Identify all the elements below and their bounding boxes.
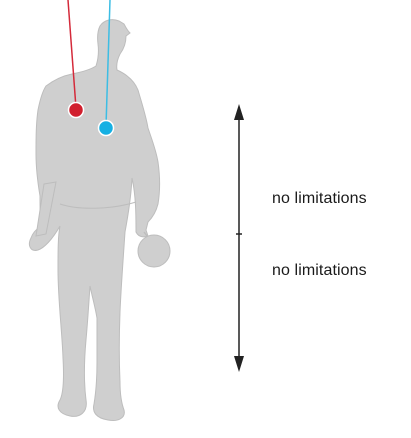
upper-limitation-label: no limitations [272,190,367,208]
double-headed-vertical-arrow-icon [234,104,244,372]
worker-silhouette-icon [29,20,170,421]
blue-attachment-point-icon [99,121,114,136]
red-attachment-point-icon [69,103,84,118]
lower-limitation-label: no limitations [272,262,367,280]
